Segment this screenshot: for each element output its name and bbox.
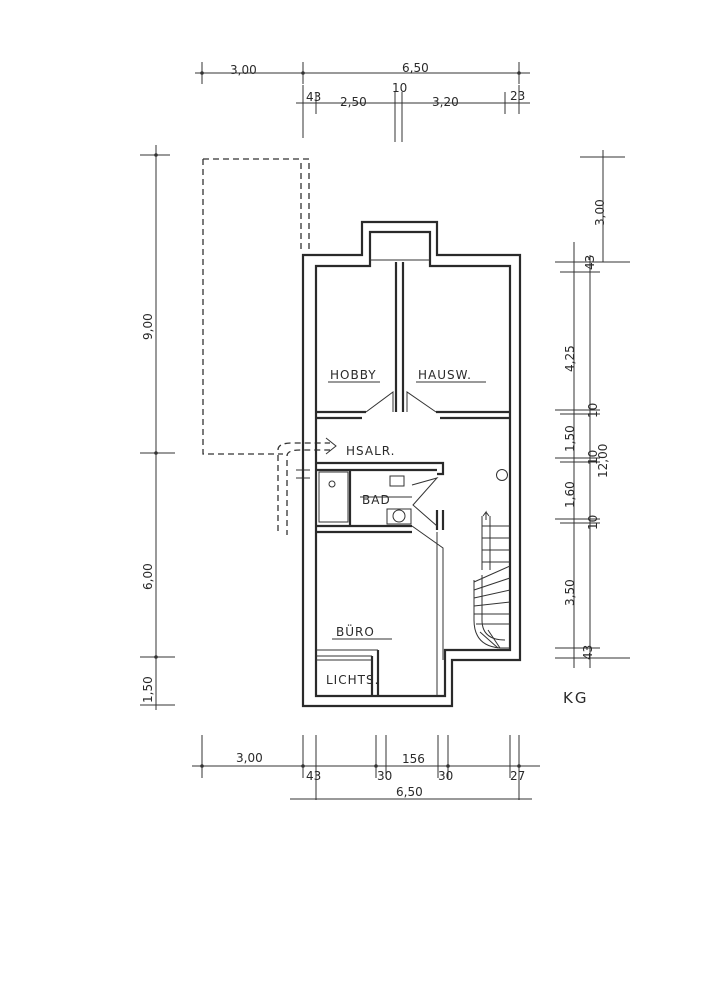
dim-bottom-30-a: 30 [377,769,392,783]
dim-top-2-50: 2,50 [340,95,367,109]
right-inner-dimensions [555,242,630,668]
dim-right-1-50: 1,50 [563,425,577,452]
dim-bottom-27: 27 [510,769,525,783]
right-outer-dimension [580,150,625,262]
dashed-annex-outline [202,158,337,535]
dim-bottom-156: 156 [402,752,425,766]
floor-label: KG [563,689,588,707]
room-label-bad: BAD [362,493,391,507]
dim-top-3-20: 3,20 [432,95,459,109]
dim-right-10-c: 10 [586,515,600,530]
dim-right-10-b: 10 [586,450,600,465]
left-dimensions [140,145,175,710]
dim-bottom-30-b: 30 [438,769,453,783]
outer-walls [301,220,522,708]
dim-right-3-50: 3,50 [563,579,577,606]
dim-right-3-00: 3,00 [593,199,607,226]
bottom-dimensions [192,735,540,800]
dim-top-23: 23 [510,89,525,103]
dim-right-4-25: 4,25 [563,345,577,372]
dim-right-43-bottom: 43 [581,645,595,660]
bathroom-fixtures [318,469,508,525]
dim-bottom-6-50: 6,50 [396,785,423,799]
dim-right-1-60: 1,60 [563,481,577,508]
dim-bottom-3-00: 3,00 [236,751,263,765]
room-label-hsalr: HSALR. [346,444,395,458]
dim-top-3-00: 3,00 [230,63,257,77]
top-dimensions [195,62,530,142]
staircase [473,510,511,649]
dim-top-43: 43 [306,90,321,104]
dim-right-43-top: 43 [583,255,597,270]
dim-left-1-50: 1,50 [141,676,155,703]
dim-top-6-50: 6,50 [402,61,429,75]
room-label-hausw: HAUSW. [418,368,472,382]
dim-left-6-00: 6,00 [141,563,155,590]
room-label-lichts: LICHTS. [326,673,379,687]
dim-bottom-43: 43 [306,769,321,783]
room-label-buero: BÜRO [336,623,375,639]
interior-walls [316,262,510,696]
dim-right-12-00: 12,00 [596,444,610,478]
room-label-hobby: HOBBY [330,368,377,382]
dim-right-10-a: 10 [586,403,600,418]
dim-left-9-00: 9,00 [141,313,155,340]
dim-top-10: 10 [392,81,407,95]
